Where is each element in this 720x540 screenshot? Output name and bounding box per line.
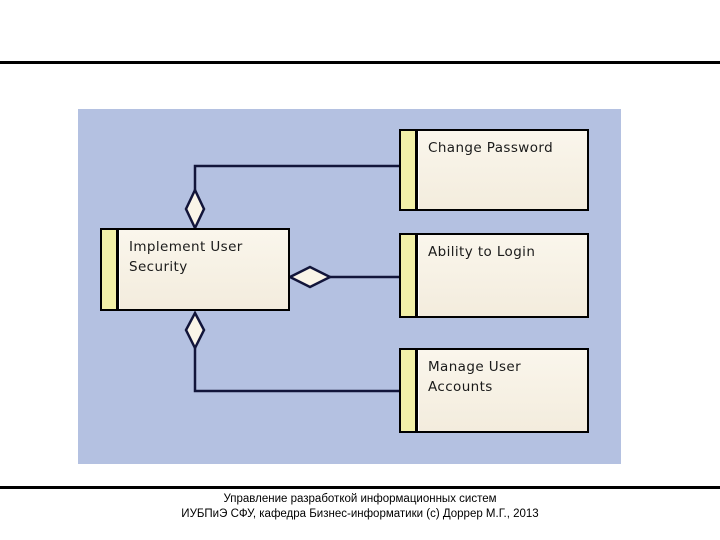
use-case-node-ability-to-login[interactable]: Ability to Login: [399, 233, 589, 318]
node-label: Implement User Security: [129, 239, 243, 275]
uml-use-case-diagram: Implement User Security Change Password …: [78, 109, 621, 464]
footer-line-1: Управление разработкой информационных си…: [223, 493, 497, 505]
node-body: Ability to Login: [418, 235, 587, 316]
slide-footer: Управление разработкой информационных си…: [0, 492, 720, 522]
aggregation-diamond-middle: [287, 265, 333, 289]
use-case-node-implement-user-security[interactable]: Implement User Security: [100, 228, 290, 311]
node-body: Implement User Security: [119, 230, 288, 309]
use-case-node-change-password[interactable]: Change Password: [399, 129, 589, 211]
node-body: Change Password: [418, 131, 587, 209]
aggregation-diamond-bottom: [184, 310, 206, 351]
footer-line-2: ИУБПиЭ СФУ, кафедра Бизнес-информатики (…: [181, 508, 539, 520]
aggregation-diamond-top: [184, 187, 206, 231]
footer-divider-rule: [0, 486, 720, 489]
connector-line-manage-user-accounts: [193, 348, 399, 393]
node-label: Ability to Login: [428, 244, 536, 260]
node-body: Manage User Accounts: [418, 350, 587, 431]
node-label: Manage User Accounts: [428, 359, 522, 395]
node-accent-strip: [102, 230, 119, 309]
node-accent-strip: [401, 235, 418, 316]
node-accent-strip: [401, 131, 418, 209]
node-accent-strip: [401, 350, 418, 431]
node-label: Change Password: [428, 140, 554, 156]
connector-layer: [184, 164, 399, 393]
use-case-node-manage-user-accounts[interactable]: Manage User Accounts: [399, 348, 589, 433]
top-divider-rule: [0, 61, 720, 64]
